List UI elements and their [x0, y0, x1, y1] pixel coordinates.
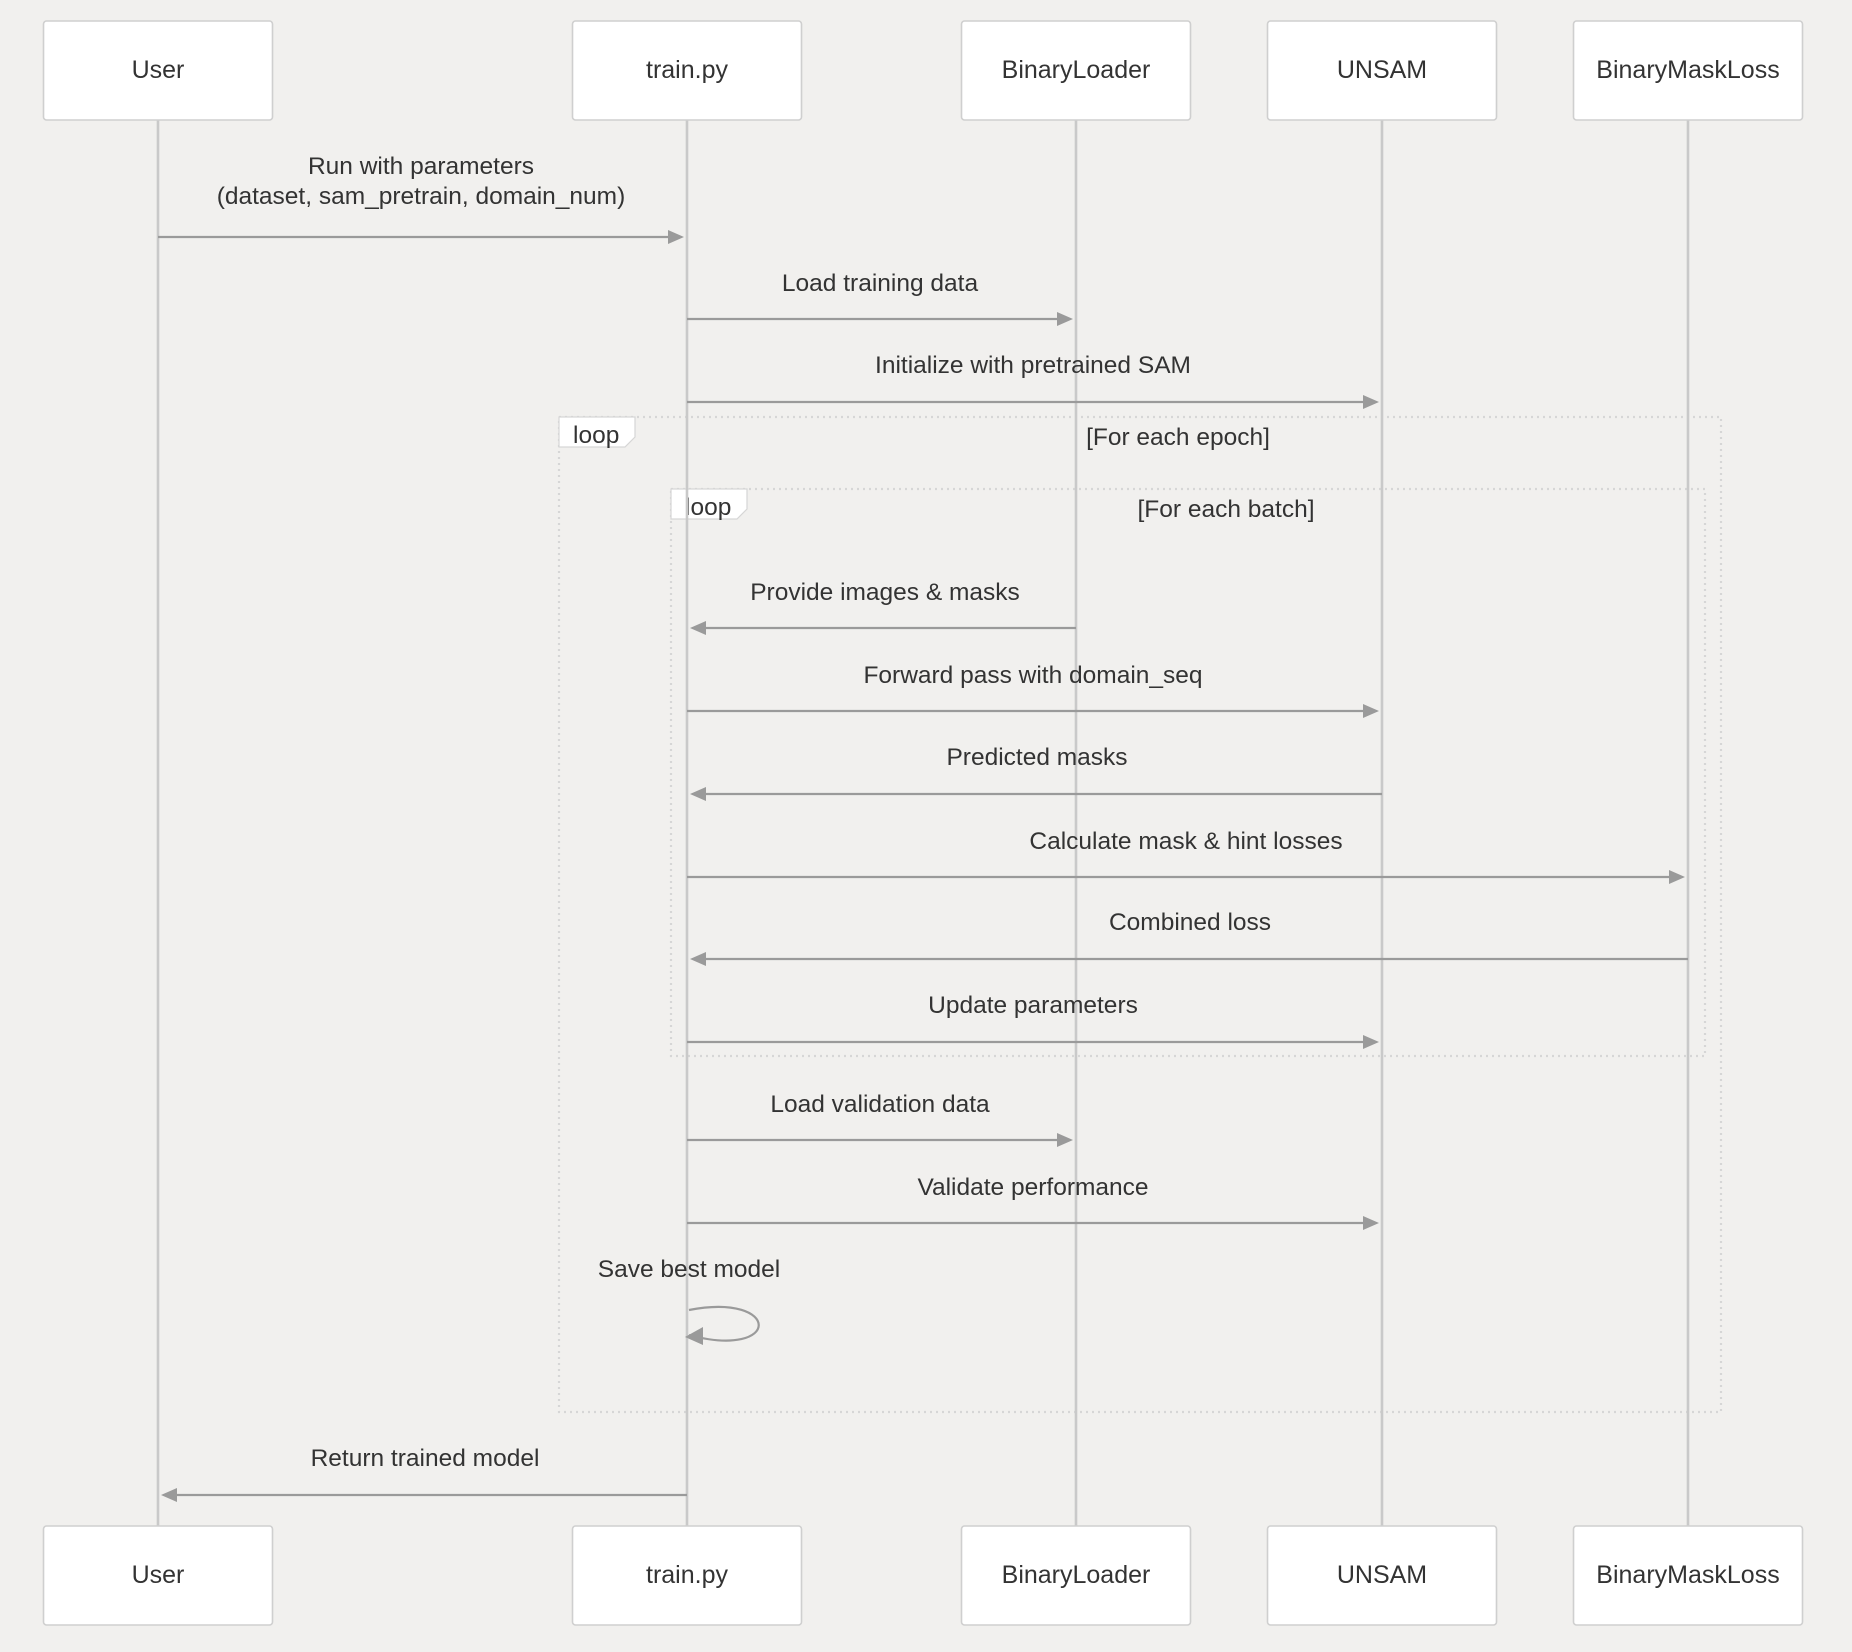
participant-label: BinaryLoader — [1002, 1561, 1151, 1589]
message-label: Run with parameters — [308, 153, 534, 180]
participant-label: BinaryMaskLoss — [1596, 1561, 1779, 1589]
message-7: Calculate mask & hint losses — [687, 828, 1685, 884]
message-8: Combined loss — [690, 909, 1688, 966]
message-label: Provide images & masks — [750, 579, 1020, 606]
message-label: Initialize with pretrained SAM — [875, 352, 1191, 379]
participant-label: UNSAM — [1337, 1561, 1427, 1589]
message-label: Load validation data — [770, 1091, 990, 1118]
participant-label: train.py — [646, 56, 728, 84]
message-label: Combined loss — [1109, 909, 1271, 936]
message-label: Save best model — [598, 1256, 781, 1283]
participant-unsam-top: UNSAM — [1266, 20, 1498, 121]
participant-label: BinaryMaskLoss — [1596, 56, 1779, 84]
message-label: Predicted masks — [946, 744, 1127, 771]
message-3: Initialize with pretrained SAM — [687, 352, 1379, 409]
loop-frame-batch: loop [For each batch] — [669, 487, 1707, 1058]
participant-loader-bottom: BinaryLoader — [960, 1525, 1192, 1626]
message-5: Forward pass with domain_seq — [687, 662, 1379, 718]
message-1: Run with parameters (dataset, sam_pretrai… — [158, 153, 684, 244]
participant-user-bottom: User — [42, 1525, 274, 1626]
message-label: Load training data — [782, 270, 979, 297]
loop-label: loop — [573, 422, 619, 449]
message-label: Validate performance — [917, 1174, 1148, 1201]
participant-user-top: User — [42, 20, 274, 121]
message-10: Load validation data — [687, 1091, 1073, 1147]
participant-label: User — [132, 56, 185, 84]
message-label: (dataset, sam_pretrain, domain_num) — [217, 183, 626, 210]
loop-condition: [For each batch] — [1137, 496, 1314, 523]
message-11: Validate performance — [687, 1174, 1379, 1230]
message-label: Forward pass with domain_seq — [863, 662, 1202, 689]
participant-loss-top: BinaryMaskLoss — [1572, 20, 1804, 121]
loop-label: loop — [685, 494, 731, 521]
loop-condition: [For each epoch] — [1086, 424, 1270, 451]
message-label: Update parameters — [928, 992, 1138, 1019]
participant-label: train.py — [646, 1561, 728, 1589]
message-12: Save best model — [598, 1256, 781, 1345]
message-2: Load training data — [687, 270, 1073, 326]
participant-train-bottom: train.py — [571, 1525, 803, 1626]
message-9: Update parameters — [687, 992, 1379, 1049]
participant-label: UNSAM — [1337, 56, 1427, 84]
loop-frame-epoch: loop [For each epoch] — [557, 415, 1723, 1414]
message-4: Provide images & masks — [690, 579, 1076, 635]
message-6: Predicted masks — [690, 744, 1382, 801]
participant-label: BinaryLoader — [1002, 56, 1151, 84]
loop-tab — [558, 416, 636, 448]
message-label: Calculate mask & hint losses — [1029, 828, 1342, 855]
participant-train-top: train.py — [571, 20, 803, 121]
loop-tab — [670, 488, 748, 520]
participant-unsam-bottom: UNSAM — [1266, 1525, 1498, 1626]
message-label: Return trained model — [311, 1445, 540, 1472]
participant-loader-top: BinaryLoader — [960, 20, 1192, 121]
participant-loss-bottom: BinaryMaskLoss — [1572, 1525, 1804, 1626]
participant-label: User — [132, 1561, 185, 1589]
message-13: Return trained model — [161, 1445, 687, 1502]
